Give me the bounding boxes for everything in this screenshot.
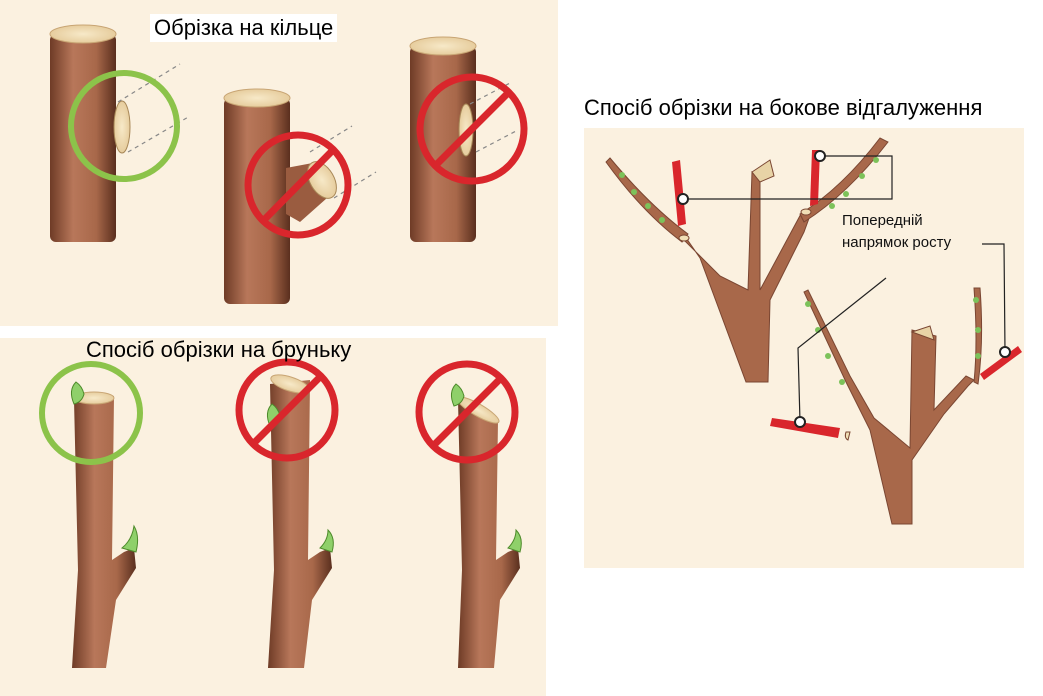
ring-trunk-correct (49, 24, 131, 242)
green-ring-icon (39, 361, 143, 465)
red-prohibition-icon (244, 131, 352, 239)
tree-upper (605, 137, 889, 383)
bud-stem-correct (70, 381, 139, 668)
bud-title: Спосіб обрізки на бруньку (86, 337, 352, 362)
note-line-1: Попередній (842, 212, 923, 229)
previous-direction-note: Попередній напрямок росту (842, 210, 952, 254)
tree-buds (619, 157, 981, 385)
tree-lower (803, 287, 983, 525)
note-line-2: напрямок росту (842, 234, 952, 251)
red-prohibition-icon (416, 73, 528, 185)
cut-marks (672, 150, 1022, 438)
green-ring-icon (68, 70, 180, 182)
ring-title: Обрізка на кільце (150, 14, 338, 42)
pointer-lines (683, 155, 1006, 423)
pointer-dots (677, 150, 1011, 428)
lateral-title: Спосіб обрізки на бокове відгалуження (580, 94, 987, 122)
ring-trunk-wrong-deep (409, 36, 477, 242)
lateral-panel (584, 128, 1024, 568)
bud-stem-wrong-slant (450, 383, 522, 668)
red-prohibition-icon (235, 358, 339, 462)
red-prohibition-icon (415, 360, 519, 464)
